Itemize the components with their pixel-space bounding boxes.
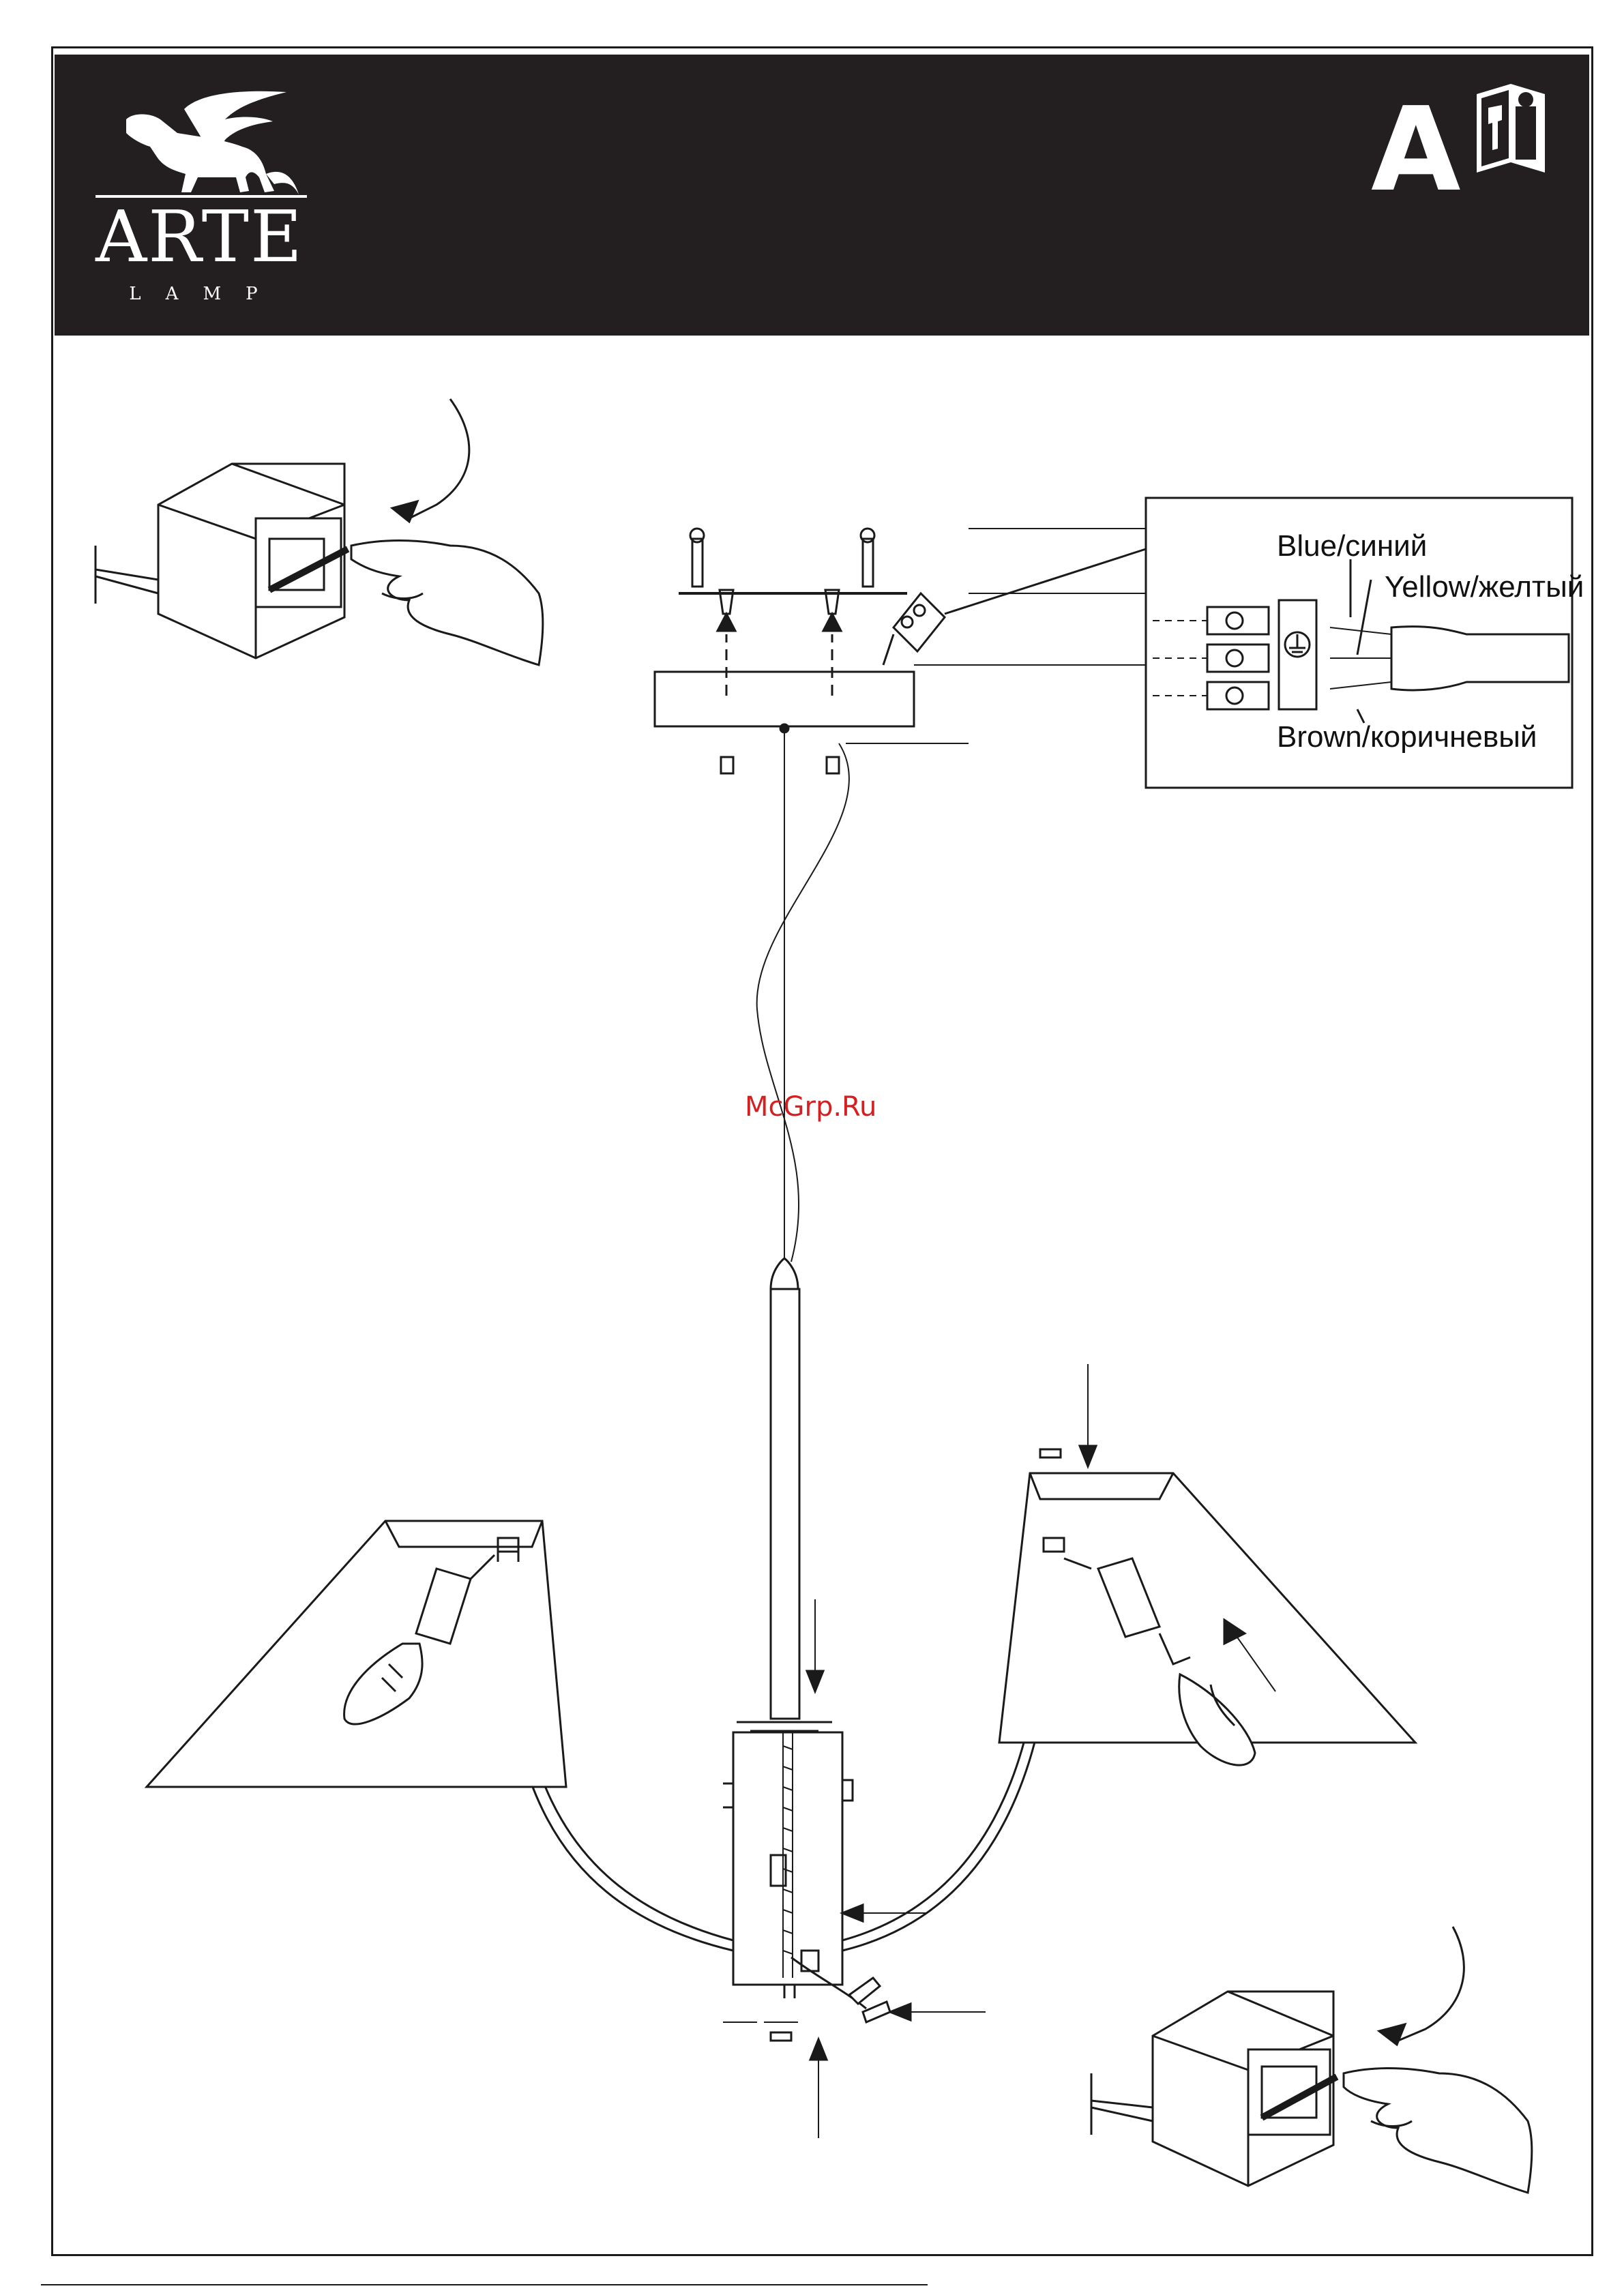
screw-anchor-left [690, 529, 735, 773]
light-switch-icon [95, 464, 348, 658]
light-switch-icon [1091, 1992, 1337, 2186]
wire-label-brown: Brown/коричневый [1277, 720, 1537, 754]
terminal-block [883, 593, 945, 665]
hand-icon [1344, 2069, 1532, 2193]
lampshade-left [147, 1521, 566, 1787]
mounting-bracket [655, 593, 914, 732]
screw-anchor-right [823, 529, 874, 773]
hand-icon [351, 541, 543, 666]
suspension-cable [757, 730, 849, 1262]
watermark: McGrp.Ru [745, 1091, 876, 1123]
wire-label-blue: Blue/синий [1277, 529, 1427, 563]
wire-label-yellow: Yellow/желтый [1385, 570, 1584, 604]
lampshade-right [999, 1364, 1415, 1743]
arrow-icon [1379, 1927, 1464, 2045]
central-stem [723, 1258, 853, 1998]
arrow-icon [392, 399, 469, 522]
